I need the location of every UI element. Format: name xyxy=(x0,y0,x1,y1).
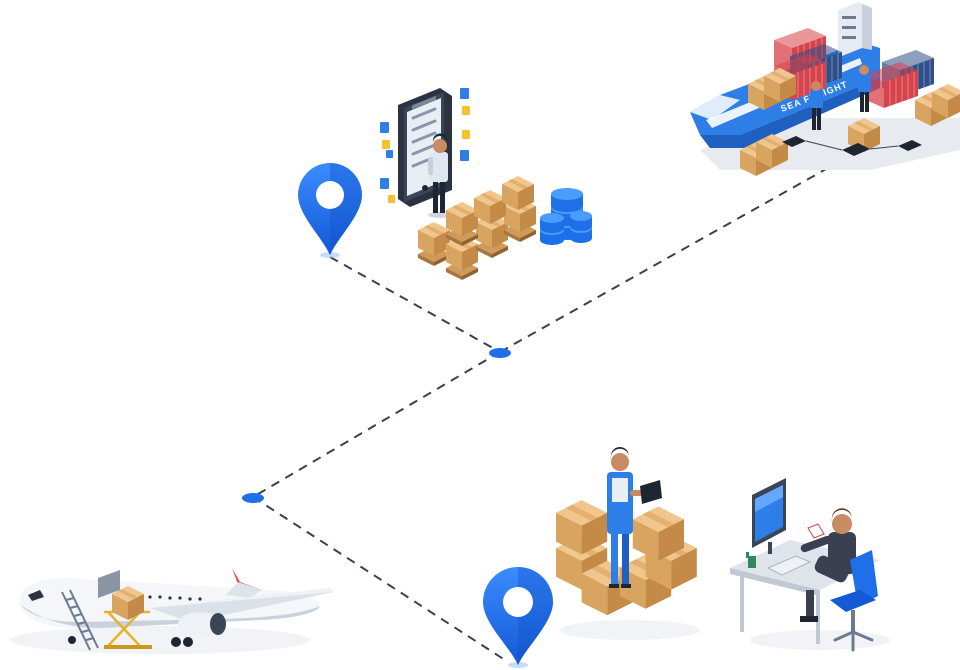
route-node-hub[interactable] xyxy=(489,348,511,358)
route-lines xyxy=(252,149,861,661)
database-stack-icon xyxy=(540,188,592,245)
desk-worker xyxy=(800,508,856,622)
office-chair xyxy=(830,550,878,652)
box-worker xyxy=(607,447,662,588)
route-hub-airport xyxy=(252,351,501,498)
warehouse-worker-icon xyxy=(556,447,700,640)
office-worker-icon xyxy=(730,478,890,652)
location-pin-icon[interactable] xyxy=(483,567,553,668)
location-pin-icon[interactable] xyxy=(298,163,362,258)
mobile-inventory-icon xyxy=(380,88,470,218)
cargo-plane-icon xyxy=(10,568,334,654)
ship-worker xyxy=(858,65,871,112)
cargo-ship-icon: SEA FREIGHT xyxy=(690,2,960,176)
route-airport-pin xyxy=(252,496,506,661)
ship-worker xyxy=(810,81,823,130)
route-node-airport[interactable] xyxy=(242,493,264,503)
route-warehouse-hub xyxy=(329,256,501,353)
route-hub-ship xyxy=(499,149,861,353)
